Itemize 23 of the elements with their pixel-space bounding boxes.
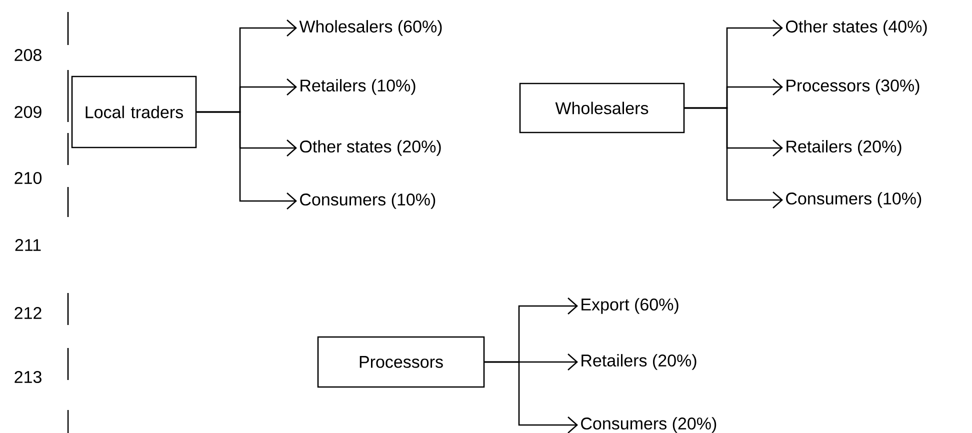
destination-label: Processors (30%): [786, 79, 920, 95]
line-number: 213: [14, 370, 42, 383]
arrow: [684, 107, 783, 208]
arrow: [196, 111, 297, 210]
destination-label: Consumers (20%): [581, 417, 716, 433]
line-number: 208: [14, 48, 42, 62]
arrow: [484, 361, 578, 433]
destination-label: Retailers (20%): [786, 140, 902, 156]
destination-label: Wholesalers (60%): [299, 20, 442, 36]
process-box: Local traders: [71, 76, 197, 148]
line-number: 210: [14, 172, 42, 184]
destination-label: Other states (40%): [786, 20, 927, 36]
process-box: Processors: [317, 336, 485, 388]
line-number: 211: [15, 239, 41, 251]
destination-label: Retailers (20%): [582, 354, 696, 370]
destination-label: Consumers (10%): [300, 193, 436, 209]
destination-label: Export (60%): [582, 298, 678, 314]
destination-label: Consumers (10%): [786, 192, 922, 208]
destination-label: Retailers (10%): [300, 79, 416, 95]
line-number: 209: [14, 106, 42, 118]
process-box: Wholesalers: [519, 82, 685, 134]
line-number: 212: [14, 307, 42, 319]
destination-label: Other states (20%): [300, 140, 441, 156]
